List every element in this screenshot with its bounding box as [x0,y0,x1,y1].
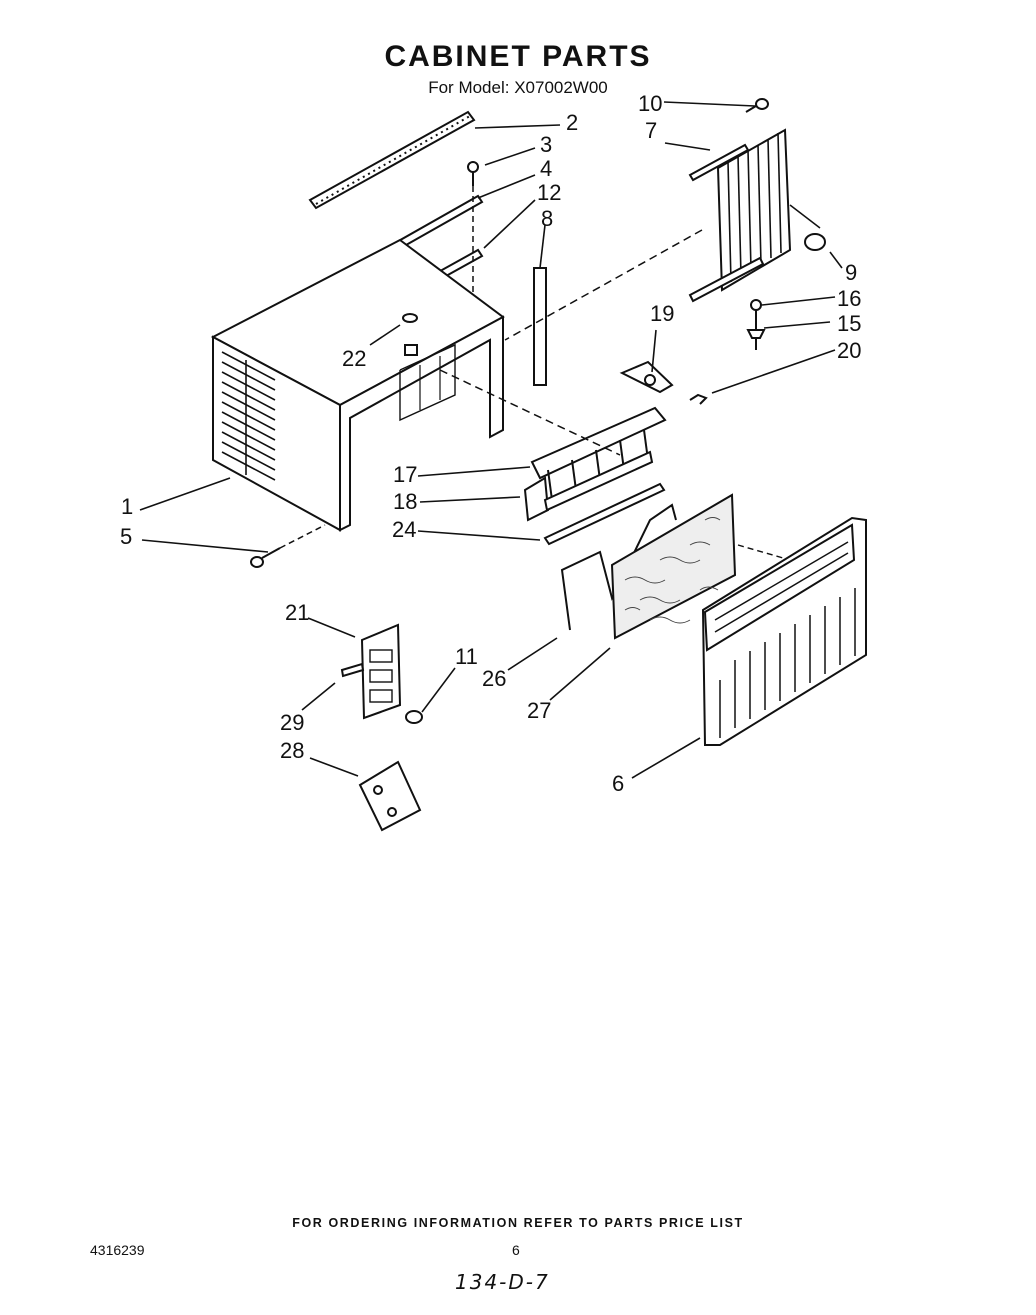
callout-16: 16 [837,286,862,311]
page-number: 6 [512,1242,520,1258]
part-5-screw [250,547,281,568]
callout-19: 19 [650,301,675,326]
handwritten-note: 134-D-7 [455,1270,550,1294]
part-6-front-grille [701,516,867,746]
ordering-note: FOR ORDERING INFORMATION REFER TO PARTS … [292,1216,744,1230]
callout-12: 12 [537,180,562,205]
callout-10: 10 [638,91,663,116]
part-1-cabinet [210,238,505,532]
part-8-strip [533,267,547,386]
callout-27: 27 [527,698,552,723]
part-2-top-rail [308,110,476,210]
callout-21: 21 [285,600,310,625]
part-26-frame [560,503,677,631]
part-7-coil [688,128,792,303]
callout-6: 6 [612,771,625,796]
part-22-plug [402,313,418,356]
part-3-screw [467,161,479,186]
callout-4: 4 [540,156,553,181]
callout-24: 24 [392,517,417,542]
callout-29: 29 [280,710,305,735]
part-16-screw [750,299,762,350]
page-title: CABINET PARTS [384,40,652,73]
callout-11: 11 [455,644,478,669]
part-29-shaft [340,662,365,678]
part-28-bracket [358,760,422,832]
part-24-strip [543,482,666,546]
callout-15: 15 [837,311,862,336]
callout-2: 2 [566,110,579,135]
model-subtitle: For Model: X07002W00 [428,78,608,97]
callout-8: 8 [541,206,554,231]
part-20-clip [689,393,708,405]
callout-28: 28 [280,738,305,763]
callout-22: 22 [342,346,367,371]
part-11-knob [405,710,423,724]
callout-17: 17 [393,462,418,487]
callout-20: 20 [837,338,862,363]
part-10-screw [745,98,769,113]
callout-18: 18 [393,489,418,514]
callout-9: 9 [845,260,858,285]
leader-lines [139,101,843,779]
document-number: 4316239 [90,1242,145,1258]
callout-26: 26 [482,666,507,691]
callout-3: 3 [540,132,553,157]
part-9-knob [789,204,826,251]
part-18-housing [523,450,654,522]
part-19-bracket [619,360,674,394]
part-27-filter [610,493,737,640]
part-21-control-panel [360,623,402,720]
callout-7: 7 [645,118,658,143]
callout-5: 5 [120,524,133,549]
part-15-washer [746,329,766,339]
callout-1: 1 [121,494,134,519]
